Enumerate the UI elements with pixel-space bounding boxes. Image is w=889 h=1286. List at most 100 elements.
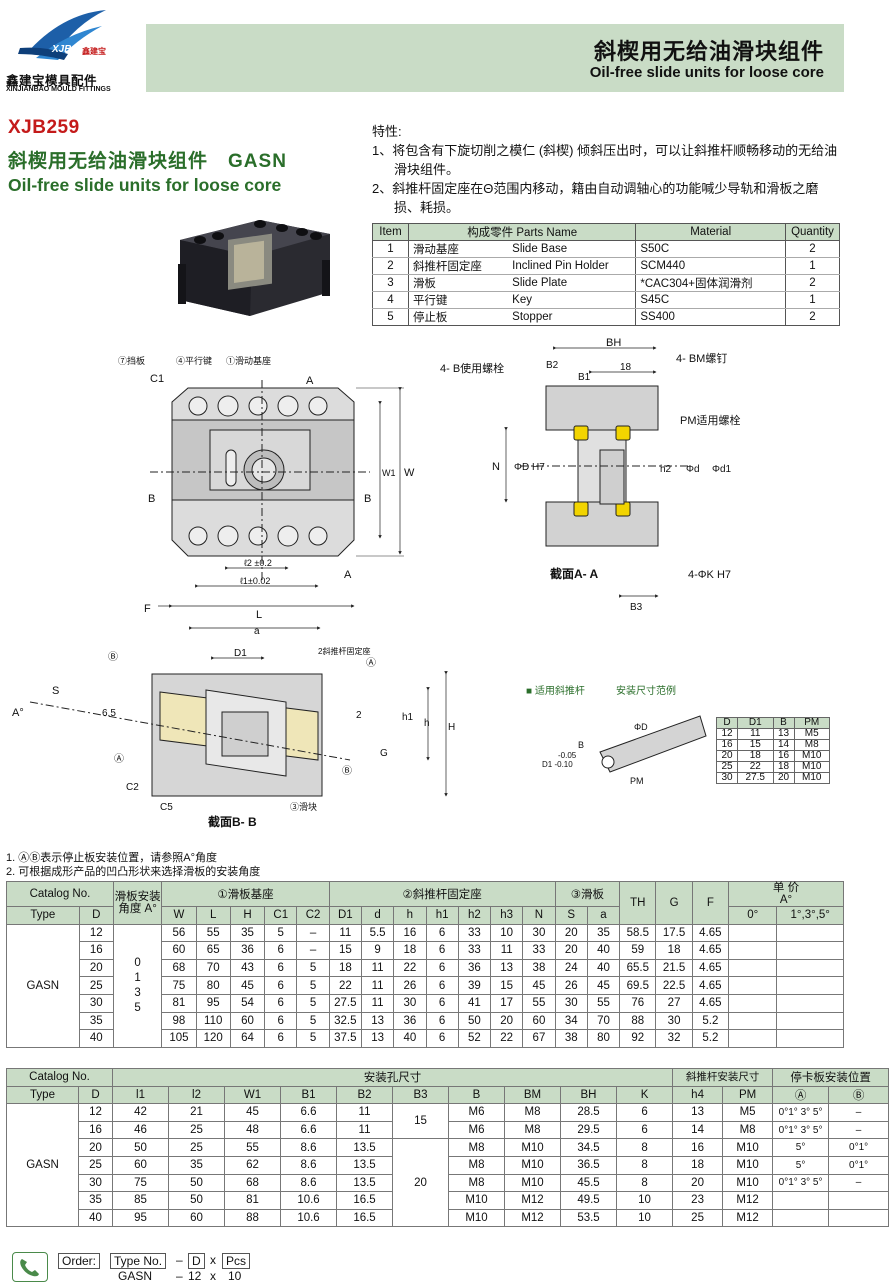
svg-text:Ⓐ: Ⓐ <box>114 753 124 765</box>
t2-stop-b: – <box>828 1120 889 1140</box>
t2-header-catalog: Catalog No. <box>5 1068 114 1087</box>
t1-cell: 45 <box>586 976 621 995</box>
t2-subheader: B <box>448 1085 506 1105</box>
t1-cell: 64 <box>229 1029 266 1048</box>
t1-cell: 6 <box>264 1029 298 1048</box>
parts-qty: 2 <box>785 274 840 292</box>
t1-price-0 <box>728 1011 778 1031</box>
t2-b3: 15 <box>392 1103 450 1140</box>
t1-cell: 13 <box>490 958 524 978</box>
t2-cell: 60 <box>112 1155 170 1175</box>
t2-cell: 48 <box>224 1120 282 1140</box>
t1-cell: 98 <box>161 1011 197 1031</box>
parts-table: Item 构成零件 Parts Name Material Quantity 1… <box>372 223 840 326</box>
svg-text:H: H <box>448 722 455 733</box>
t1-cell: 6 <box>264 958 298 978</box>
t1-cell: 11 <box>328 923 362 943</box>
svg-text:6.5: 6.5 <box>102 708 116 719</box>
t2-cell: 42 <box>112 1103 170 1122</box>
t1-cell: 36 <box>457 958 492 978</box>
t2-cell: 10 <box>616 1191 674 1210</box>
t1-cell: 18 <box>393 941 427 960</box>
t2-subheader: K <box>616 1085 674 1105</box>
t1-cell: 5 <box>296 1029 330 1048</box>
t2-cell: 35 <box>168 1155 226 1175</box>
t1-angle-value: 3 <box>134 986 141 999</box>
t1-cell: 6 <box>264 976 298 995</box>
t1-d: 35 <box>78 1011 114 1031</box>
pin-cell: M10 <box>793 772 831 784</box>
svg-text:h: h <box>424 718 430 729</box>
t2-cell: 28.5 <box>560 1103 618 1122</box>
svg-text:B2: B2 <box>546 360 559 371</box>
t2-cell: 6 <box>616 1120 674 1140</box>
t2-stop-b: – <box>828 1173 889 1193</box>
t1-header-th: TH <box>619 881 657 925</box>
svg-text:Φd: Φd <box>686 464 700 475</box>
t1-cell: 6 <box>264 941 298 960</box>
svg-text:A: A <box>306 375 314 387</box>
t1-cell: 6 <box>425 941 459 960</box>
t1-subheader: W <box>161 906 197 925</box>
t1-cell: 65.5 <box>619 958 657 978</box>
t2-subheader: h4 <box>672 1085 724 1105</box>
t1-cell: 5 <box>296 976 330 995</box>
t2-cell: 25 <box>168 1138 226 1157</box>
t2-cell: M12 <box>722 1191 774 1210</box>
t1-price-135 <box>776 923 844 943</box>
t1-cell: 70 <box>195 958 231 978</box>
header-title-en: Oil-free slide units for loose core <box>589 64 824 81</box>
t2-cell: 95 <box>112 1208 170 1228</box>
product-photo <box>178 220 330 316</box>
t1-cell: 40 <box>393 1029 427 1048</box>
t2-cell: 20 <box>77 1138 114 1157</box>
t1-cell: 110 <box>195 1011 231 1031</box>
t2-stop-a <box>772 1208 830 1228</box>
t2-cell: M10 <box>504 1155 562 1175</box>
product-model: GASN <box>228 151 287 172</box>
pin-cell: 20 <box>715 750 739 762</box>
t1-cell: 105 <box>161 1029 197 1048</box>
t2-cell: 50 <box>168 1173 226 1193</box>
t2-cell: 23 <box>672 1191 724 1210</box>
t2-stop-a: 0°1° 3° 5° <box>772 1173 830 1193</box>
t1-cell: 52 <box>457 1029 492 1048</box>
svg-text:Ⓑ: Ⓑ <box>108 651 118 663</box>
svg-text:B: B <box>364 493 371 505</box>
parts-name-en: Stopper <box>508 308 637 326</box>
t2-stop-a: 5° <box>772 1155 830 1175</box>
t1-cell: 120 <box>195 1029 231 1048</box>
svg-text:C2: C2 <box>126 782 139 793</box>
t2-subheader: l2 <box>168 1085 226 1105</box>
order-type-no: Type No. <box>110 1253 167 1269</box>
svg-text:L: L <box>256 609 262 621</box>
t1-cell: 5 <box>296 1011 330 1031</box>
svg-text:④平行键: ④平行键 <box>176 355 212 366</box>
t2-stop-b <box>828 1208 889 1228</box>
t2-cell: 11 <box>336 1120 394 1140</box>
t2-cell: 29.5 <box>560 1120 618 1140</box>
t1-cell: 6 <box>425 958 459 978</box>
t1-cell: 4.65 <box>691 941 730 960</box>
t1-cell: 6 <box>264 1011 298 1031</box>
t2-cell: M8 <box>504 1120 562 1140</box>
svg-text:C5: C5 <box>160 802 173 813</box>
t2-cell: 25 <box>77 1155 114 1175</box>
t1-price-0 <box>728 923 778 943</box>
svg-text:PM: PM <box>630 776 644 786</box>
parts-item: 2 <box>372 257 409 275</box>
t1-header-g: G <box>655 881 693 925</box>
order-dash: – <box>176 1253 183 1267</box>
t2-subheader: Ⓑ <box>828 1085 889 1105</box>
svg-text:G: G <box>380 748 388 759</box>
t1-d: 16 <box>78 941 114 960</box>
t2-header-install: 安装孔尺寸 <box>112 1068 674 1087</box>
t2-stop-b: 0°1° <box>828 1138 889 1157</box>
t1-cell: 27 <box>655 993 693 1013</box>
parts-header-material: Material <box>635 223 786 241</box>
t1-cell: 5 <box>264 923 298 943</box>
t1-cell: 33 <box>457 923 492 943</box>
t1-price-0 <box>728 976 778 995</box>
t1-cell: 32.5 <box>328 1011 362 1031</box>
t1-cell: 88 <box>619 1011 657 1031</box>
